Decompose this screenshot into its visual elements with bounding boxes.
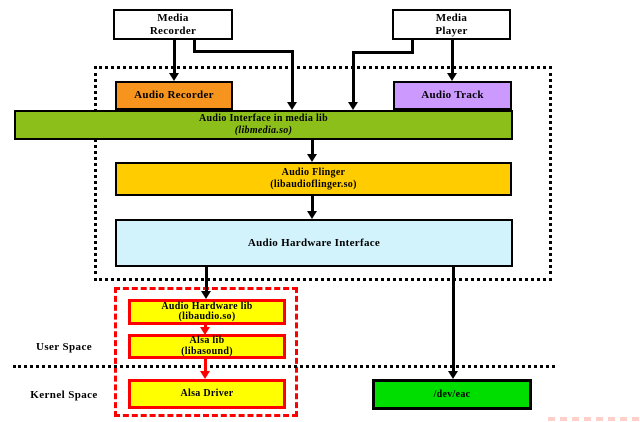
arrow-audio-flinger-to-hardware-interface	[311, 196, 314, 212]
node-label: Audio Interface in media lib	[199, 113, 328, 125]
node-sublabel: (libasound)	[181, 345, 233, 357]
node-sublabel: (libmedia.so)	[234, 125, 293, 136]
node-label: Audio Flinger	[281, 167, 346, 179]
arrow-media-recorder-to-audio-interface	[291, 50, 294, 103]
node-dev-eac: /dev/eac	[372, 379, 532, 410]
node-audio-track: Audio Track	[393, 81, 512, 110]
arrow-alsa-lib-to-alsa-driver	[204, 359, 207, 372]
arrowhead	[447, 73, 457, 81]
arrow-media-player-to-audio-interface	[352, 51, 414, 54]
arrowhead	[287, 102, 297, 110]
user-kernel-divider	[13, 365, 555, 368]
arrowhead	[307, 211, 317, 219]
node-label: Media	[157, 11, 189, 24]
arrowhead	[201, 291, 211, 299]
node-media-player: Media Player	[392, 9, 511, 40]
node-label: /dev/eac	[433, 388, 471, 400]
node-sublabel: (libaudioflinger.so)	[270, 179, 357, 190]
arrow-media-recorder-to-audio-recorder	[173, 40, 176, 74]
user-space-label: User Space	[35, 341, 93, 353]
node-alsa-lib: Alsa lib (libasound)	[128, 334, 286, 359]
media-lib-dotted-container	[94, 66, 552, 281]
watermark-artifact	[548, 417, 640, 421]
node-label: Audio Hardware Interface	[247, 236, 381, 249]
arrowhead	[307, 154, 317, 162]
node-sublabel: (libaudio.so)	[178, 311, 236, 322]
node-audio-hardware-interface: Audio Hardware Interface	[115, 219, 513, 267]
node-label: Audio Track	[421, 89, 484, 102]
node-media-recorder: Media Recorder	[113, 9, 233, 40]
arrow-media-player-to-audio-interface	[352, 51, 355, 103]
node-audio-recorder: Audio Recorder	[115, 81, 233, 110]
node-label: Audio Recorder	[134, 89, 214, 102]
arrow-audio-interface-to-audio-flinger	[311, 140, 314, 155]
node-label: Alsa Driver	[180, 388, 234, 400]
node-audio-flinger: Audio Flinger (libaudioflinger.so)	[115, 162, 512, 196]
arrow-media-player-to-audio-interface	[411, 40, 414, 54]
arrow-hardware-interface-to-dev-eac	[452, 267, 455, 372]
arrow-media-recorder-to-audio-interface	[193, 40, 196, 53]
arrowhead	[169, 73, 179, 81]
node-label: Audio Hardware lib	[161, 300, 253, 312]
arrow-media-recorder-to-audio-interface	[193, 50, 294, 53]
node-label: Recorder	[149, 24, 197, 37]
arrowhead	[200, 371, 210, 379]
node-label: Player	[435, 24, 468, 37]
arrow-hardware-interface-to-hardware-lib	[205, 267, 208, 292]
node-audio-hardware-lib: Audio Hardware lib (libaudio.so)	[128, 299, 286, 325]
node-alsa-driver: Alsa Driver	[128, 379, 286, 409]
arrowhead	[200, 327, 210, 335]
kernel-space-label: Kernel Space	[30, 389, 98, 401]
node-label: Media	[435, 11, 468, 24]
node-audio-interface-media-lib: Audio Interface in media lib (libmedia.s…	[14, 110, 513, 140]
arrowhead	[448, 371, 458, 379]
node-label: Alsa lib	[189, 335, 225, 346]
arrowhead	[348, 102, 358, 110]
arrow-media-player-to-audio-track	[451, 40, 454, 74]
